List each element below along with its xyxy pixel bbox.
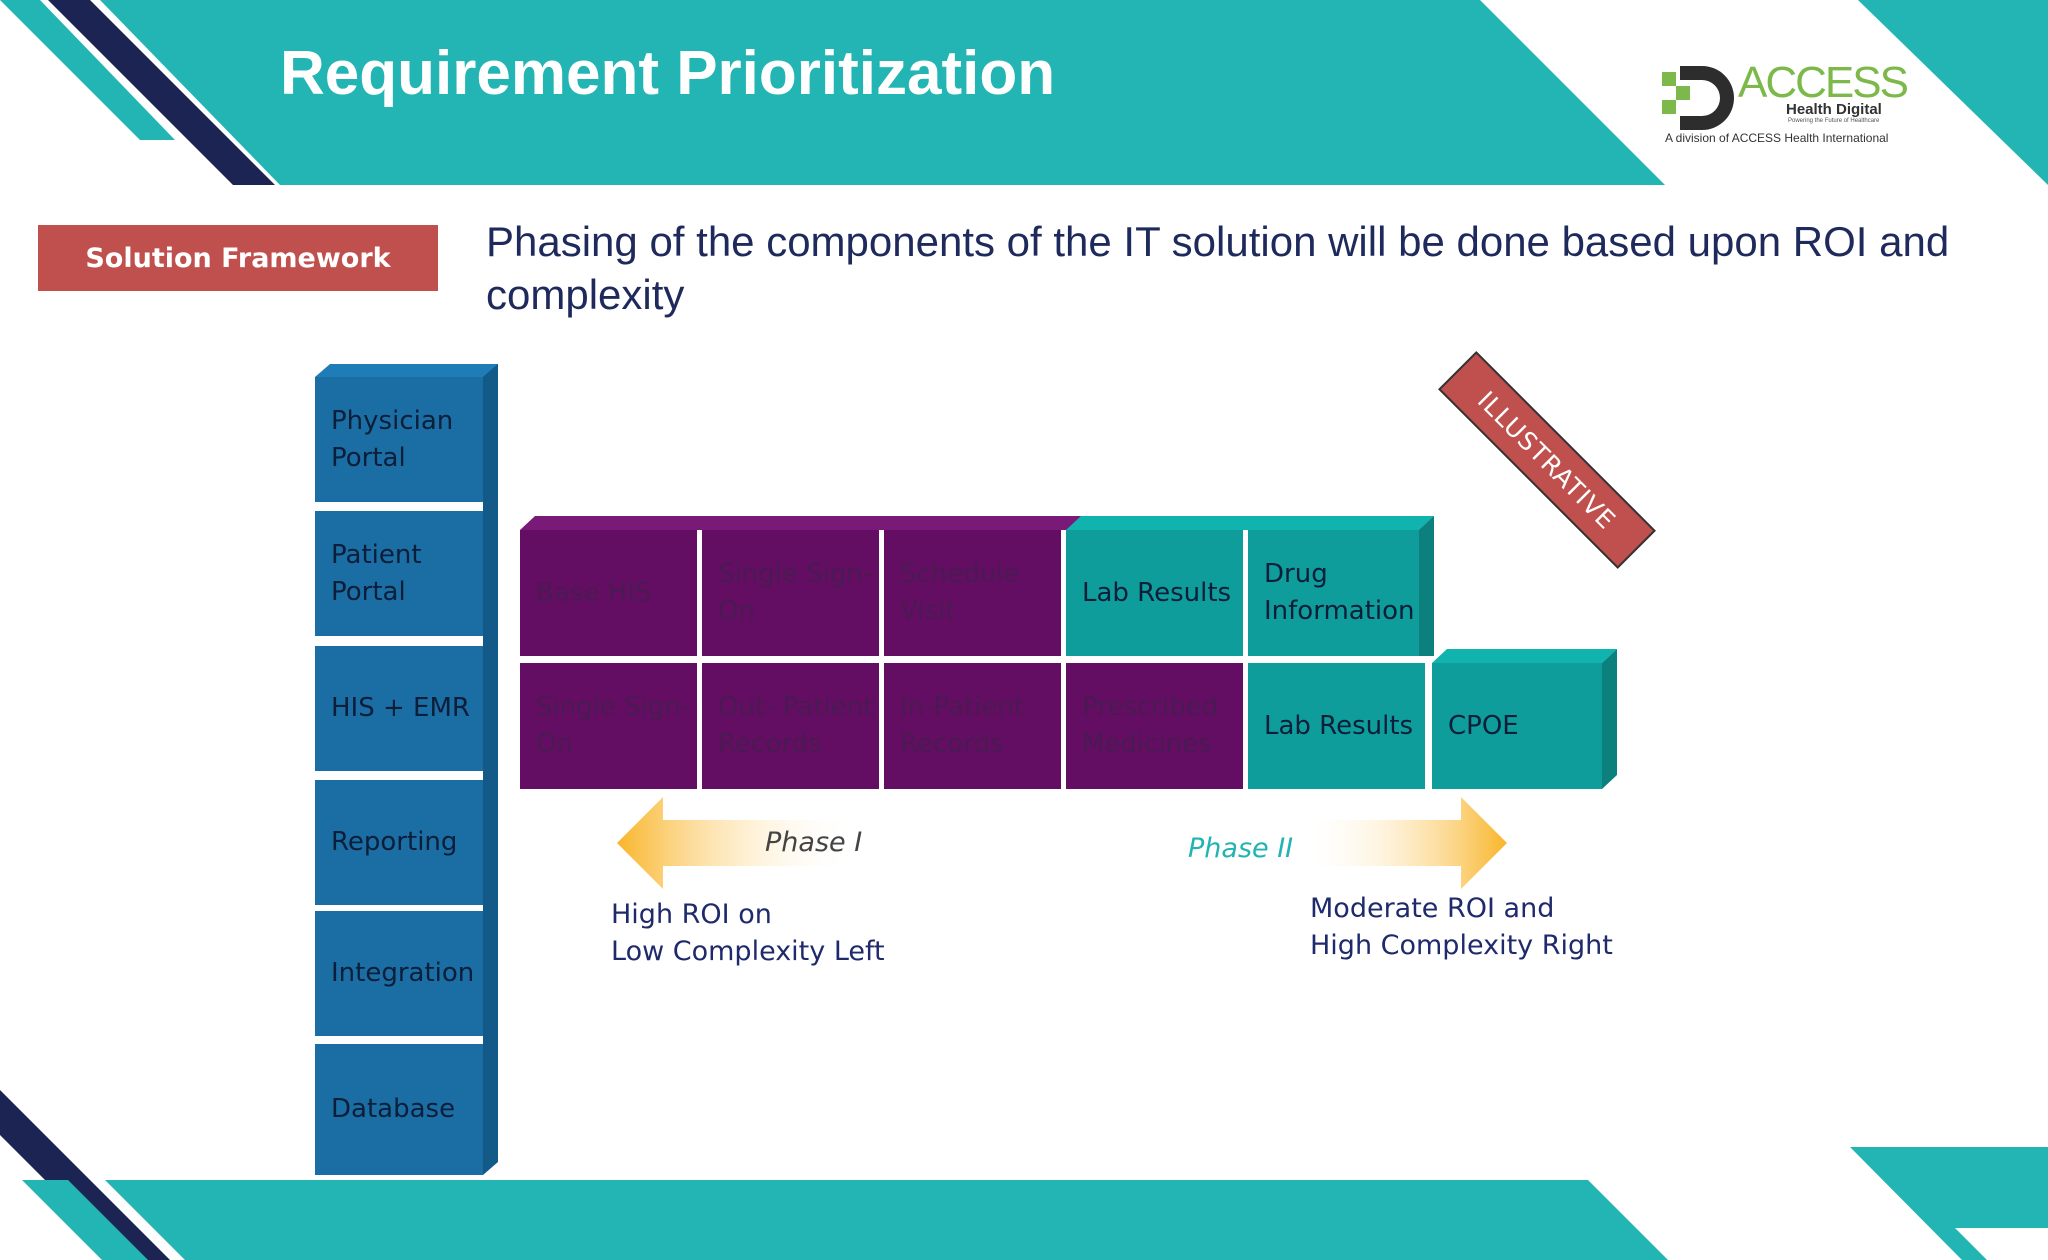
block-single-sign-on-top: Single Sign-On xyxy=(702,530,879,656)
block-drug-information: Drug Information xyxy=(1248,530,1419,656)
solution-framework-label: Solution Framework xyxy=(38,225,438,291)
bottom-left-navy-stripe xyxy=(0,1090,170,1260)
phase2-note: Moderate ROI and High Complexity Right xyxy=(1310,890,1613,964)
top-left-navy-stripe xyxy=(48,0,275,185)
phase2-arrow xyxy=(1300,797,1507,889)
block-row-depth xyxy=(520,516,1617,789)
logo-division: A division of ACCESS Health Internationa… xyxy=(1665,131,1889,145)
stack-block-physician-portal: Physician Portal xyxy=(315,377,483,502)
block-cpoe: CPOE xyxy=(1432,663,1602,789)
stack-block-integration: Integration xyxy=(315,911,483,1036)
stack-block-database: Database xyxy=(315,1044,483,1175)
footer-band xyxy=(105,1180,1668,1260)
bottom-right-white-notch xyxy=(1955,1228,2048,1260)
phase1-note: High ROI on Low Complexity Left xyxy=(611,896,885,970)
header-banner xyxy=(100,0,1665,185)
block-lab-results-bottom: Lab Results xyxy=(1248,663,1425,789)
page-title: Requirement Prioritization xyxy=(280,39,1056,108)
bottom-left-teal-stripe xyxy=(22,1180,148,1260)
phase1-note-line1: High ROI on xyxy=(611,899,772,930)
block-schedule-visit: Schedule Visit xyxy=(884,530,1061,656)
phase2-label: Phase II xyxy=(1188,833,1294,864)
block-out-patient-records: Out- Patient Records xyxy=(702,663,879,789)
logo-name: ACCESS xyxy=(1738,58,1909,107)
phase1-arrow xyxy=(617,797,855,889)
phase1-note-line2: Low Complexity Left xyxy=(611,936,885,967)
logo-subtitle: Health Digital xyxy=(1786,101,1882,118)
slide-subtitle: Phasing of the components of the IT solu… xyxy=(486,218,1950,318)
top-left-teal-corner xyxy=(0,0,175,140)
access-logo-icon xyxy=(1662,66,1738,135)
phase1-label: Phase I xyxy=(765,827,863,858)
block-in-patient-records: In-Patient Records xyxy=(884,663,1061,789)
blue-stack-depth xyxy=(315,364,498,1175)
logo-tagline: Powering the Future of Healthcare xyxy=(1788,118,1880,124)
stack-block-his-emr: HIS + EMR xyxy=(315,646,483,771)
top-right-teal-corner xyxy=(1858,0,2048,185)
block-base-his: Base HIS xyxy=(520,530,697,656)
block-single-sign-on-bottom: Single Sign-On xyxy=(520,663,697,789)
phase2-note-line1: Moderate ROI and xyxy=(1310,893,1555,924)
stack-block-patient-portal: Patient Portal xyxy=(315,511,483,636)
block-prescribed-medicines: Prescribed Medicines xyxy=(1066,663,1243,789)
block-lab-results-top: Lab Results xyxy=(1066,530,1243,656)
phase2-note-line2: High Complexity Right xyxy=(1310,930,1613,961)
stack-block-reporting: Reporting xyxy=(315,780,483,905)
